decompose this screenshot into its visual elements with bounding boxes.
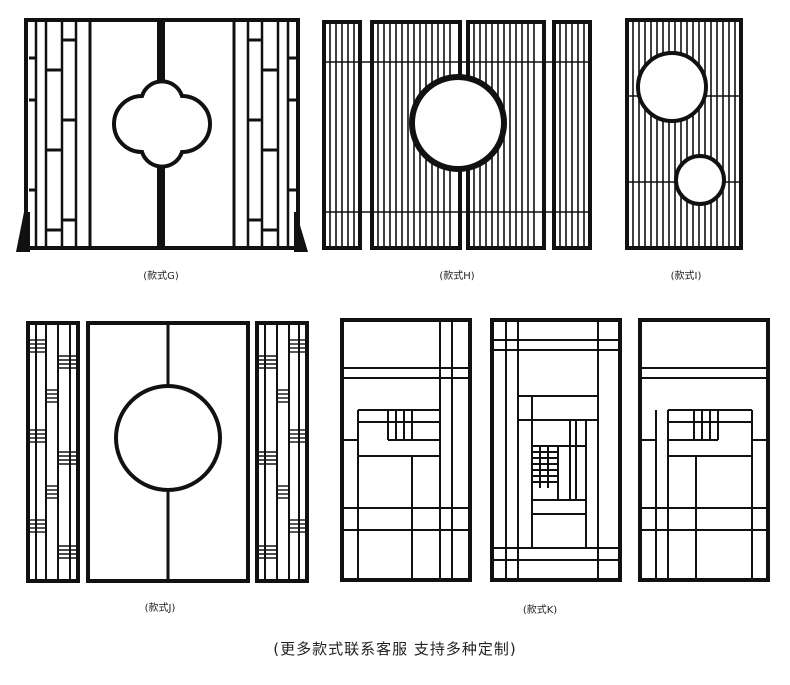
caption-style-i: (款式I) (670, 271, 702, 282)
design-i (625, 18, 743, 250)
caption-style-k: (款式K) (522, 605, 558, 616)
caption-style-h: (款式H) (439, 271, 475, 282)
caption-style-j: (款式J) (144, 603, 176, 614)
design-k (340, 318, 770, 582)
design-h (322, 20, 592, 250)
caption-style-g: (款式G) (143, 271, 179, 282)
customization-note: (更多款式联系客服 支持多种定制) (273, 640, 517, 658)
design-j (26, 321, 309, 583)
design-g (16, 18, 308, 252)
